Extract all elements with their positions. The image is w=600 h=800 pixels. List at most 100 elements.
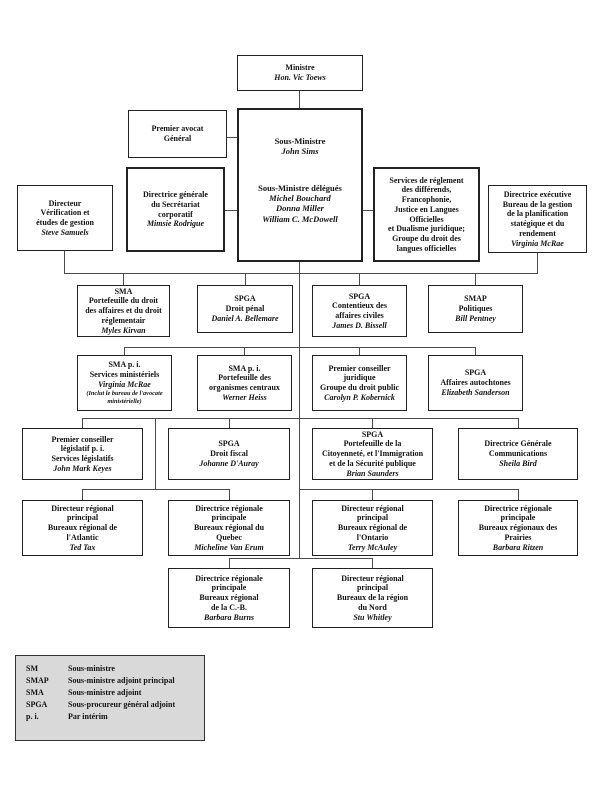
- legend-abbr: SM: [26, 664, 38, 673]
- connector-line: [225, 210, 237, 211]
- connector-line: [229, 489, 230, 500]
- org-node-sous-ministre: Sous-Ministre John Sims Sous-Ministre dé…: [237, 108, 363, 262]
- connector-line: [229, 558, 372, 559]
- node-person: Carolyn P. Kobernick: [324, 392, 395, 402]
- node-title: SMA p. i. Portefeuille des organismes ce…: [209, 363, 280, 393]
- org-node-services-ministeriels: SMA p. i. Services ministériels Virginia…: [77, 355, 172, 411]
- node-title: SPGA Affaires autochtones: [440, 368, 511, 388]
- connector-line: [64, 251, 65, 273]
- connector-line: [363, 210, 373, 211]
- org-node-affaires-autochtones: SPGA Affaires autochtones Elizabeth Sand…: [428, 355, 523, 411]
- node-person: Brian Saunders: [346, 468, 399, 478]
- org-node-contentieux: SPGA Contentieux des affaires civiles Ja…: [312, 285, 407, 337]
- node-person: Steve Samuels: [41, 227, 89, 237]
- connector-line: [372, 558, 373, 568]
- node-title: Directrice régionale principale Bureaux …: [195, 573, 263, 612]
- legend-def: Sous-ministre adjoint principal: [68, 676, 175, 685]
- node-person: John Sims: [281, 146, 319, 157]
- node-title: SMAP Politiques: [458, 294, 493, 314]
- node-person: Stu Whitley: [353, 612, 392, 622]
- node-title: SPGA Contentieux des affaires civiles: [332, 291, 387, 321]
- legend-item: SPGA Sous-procureur général adjoint: [26, 699, 204, 711]
- legend-abbr: SMAP: [26, 676, 49, 685]
- node-title: SMA p. i. Services ministériels: [89, 360, 160, 379]
- node-title: Directeur régional principal Bureaux rég…: [47, 503, 118, 542]
- org-node-politiques: SMAP Politiques Bill Pentney: [428, 285, 523, 333]
- node-note: (Inclut le bureau de l'avocate ministéri…: [86, 390, 163, 406]
- org-node-services-reglement: Services de réglement des différends, Fr…: [373, 167, 480, 262]
- node-person: Myles Kirvan: [101, 325, 146, 335]
- org-node-citoyennete: SPGA Portefeuille de la Citoyenneté, et …: [312, 428, 433, 480]
- legend-abbr: p. i.: [26, 712, 39, 721]
- connector-line: [124, 347, 476, 348]
- node-title: Premier conseiller législatif p. i. Serv…: [51, 434, 114, 464]
- node-person: Mimsie Rodrigue: [146, 219, 205, 229]
- org-node-droit-penal: SPGA Droit pénal Daniel A. Bellemare: [197, 285, 293, 333]
- org-node-droit-public: Premier conseiller juridique Groupe du d…: [312, 355, 407, 411]
- node-title: SMA Portefeuille du droit des affaires e…: [85, 286, 162, 325]
- connector-line: [244, 347, 245, 355]
- org-node-prairies: Directrice régionale principale Bureaux …: [458, 500, 578, 556]
- org-node-legislatif: Premier conseiller législatif p. i. Serv…: [22, 428, 143, 480]
- legend-def: Sous-procureur général adjoint: [68, 700, 176, 709]
- sous-ministre-section: Sous-Ministre John Sims: [275, 136, 326, 157]
- connector-line: [359, 347, 360, 355]
- org-node-droit-fiscal: SPGA Droit fiscal Johanne D'Auray: [168, 428, 290, 480]
- node-person: John Mark Keyes: [53, 463, 112, 473]
- connector-line: [82, 418, 518, 419]
- node-title: Services de réglement des différends, Fr…: [388, 175, 465, 253]
- node-person: Micheline Van Erum: [194, 542, 264, 552]
- org-node-directrice-executive: Directrice exécutive Bureau de la gestio…: [488, 185, 587, 253]
- node-title: Directeur régional principal Bureaux rég…: [337, 503, 408, 542]
- node-title: Premier conseiller juridique Groupe du d…: [319, 363, 400, 393]
- node-title: Directrice Générale Communications: [484, 439, 552, 459]
- connector-line: [124, 347, 125, 355]
- node-person: Michel Bouchard Donna Miller William C. …: [262, 193, 338, 224]
- node-title: Directrice générale du Secrétariat corpo…: [143, 190, 208, 219]
- connector-line: [229, 558, 230, 568]
- org-node-quebec: Directrice régionale principale Bureaux …: [168, 500, 290, 556]
- connector-line: [372, 418, 373, 428]
- connector-line: [155, 418, 156, 489]
- connector-line: [82, 418, 83, 428]
- legend-item: SM Sous-ministre: [26, 663, 204, 675]
- connector-line: [227, 137, 237, 138]
- node-person: Ted Tax: [69, 542, 96, 552]
- connector-line: [64, 273, 538, 274]
- legend-def: Sous-ministre: [68, 664, 115, 673]
- connector-line: [299, 262, 300, 558]
- org-node-sma-portefeuille: SMA Portefeuille du droit des affaires e…: [77, 285, 170, 337]
- node-person: Sheila Bird: [499, 458, 537, 468]
- node-person: Elizabeth Sanderson: [441, 387, 510, 397]
- node-title: Directrice exécutive Bureau de la gestio…: [502, 189, 573, 238]
- node-title: Sous-Ministre délégués: [258, 182, 342, 193]
- legend-item: SMAP Sous-ministre adjoint principal: [26, 675, 204, 687]
- node-person: Barbara Ritzen: [492, 542, 544, 552]
- org-node-premier-avocat: Premier avocat Général: [128, 110, 227, 158]
- org-node-nord: Directeur régional principal Bureaux de …: [312, 568, 433, 628]
- connector-line: [245, 273, 246, 285]
- node-person: Terry McAuley: [347, 542, 398, 552]
- node-title: SPGA Droit pénal: [225, 294, 265, 314]
- connector-line: [372, 489, 373, 500]
- connector-line: [475, 347, 476, 355]
- node-person: Bill Pentney: [455, 313, 496, 323]
- org-node-communications: Directrice Générale Communications Sheil…: [458, 428, 578, 480]
- legend-def: Par intérim: [68, 712, 108, 721]
- org-node-organismes-centraux: SMA p. i. Portefeuille des organismes ce…: [197, 355, 292, 411]
- connector-line: [518, 418, 519, 428]
- connector-line: [82, 489, 83, 500]
- org-node-atlantic: Directeur régional principal Bureaux rég…: [22, 500, 143, 556]
- node-person: Hon. Vic Toews: [274, 73, 326, 82]
- connector-line: [299, 91, 300, 108]
- node-person: James D. Bissell: [332, 320, 387, 330]
- org-node-ontario: Directeur régional principal Bureaux rég…: [312, 500, 433, 556]
- connector-line: [82, 489, 229, 490]
- node-person: Werner Heiss: [222, 392, 267, 402]
- node-title: Directeur Vérification et études de gest…: [36, 198, 94, 228]
- node-person: Barbara Burns: [203, 612, 255, 622]
- connector-line: [475, 273, 476, 285]
- node-title: Directrice régionale principale Bureaux …: [478, 503, 558, 542]
- node-title: Sous-Ministre: [274, 136, 326, 146]
